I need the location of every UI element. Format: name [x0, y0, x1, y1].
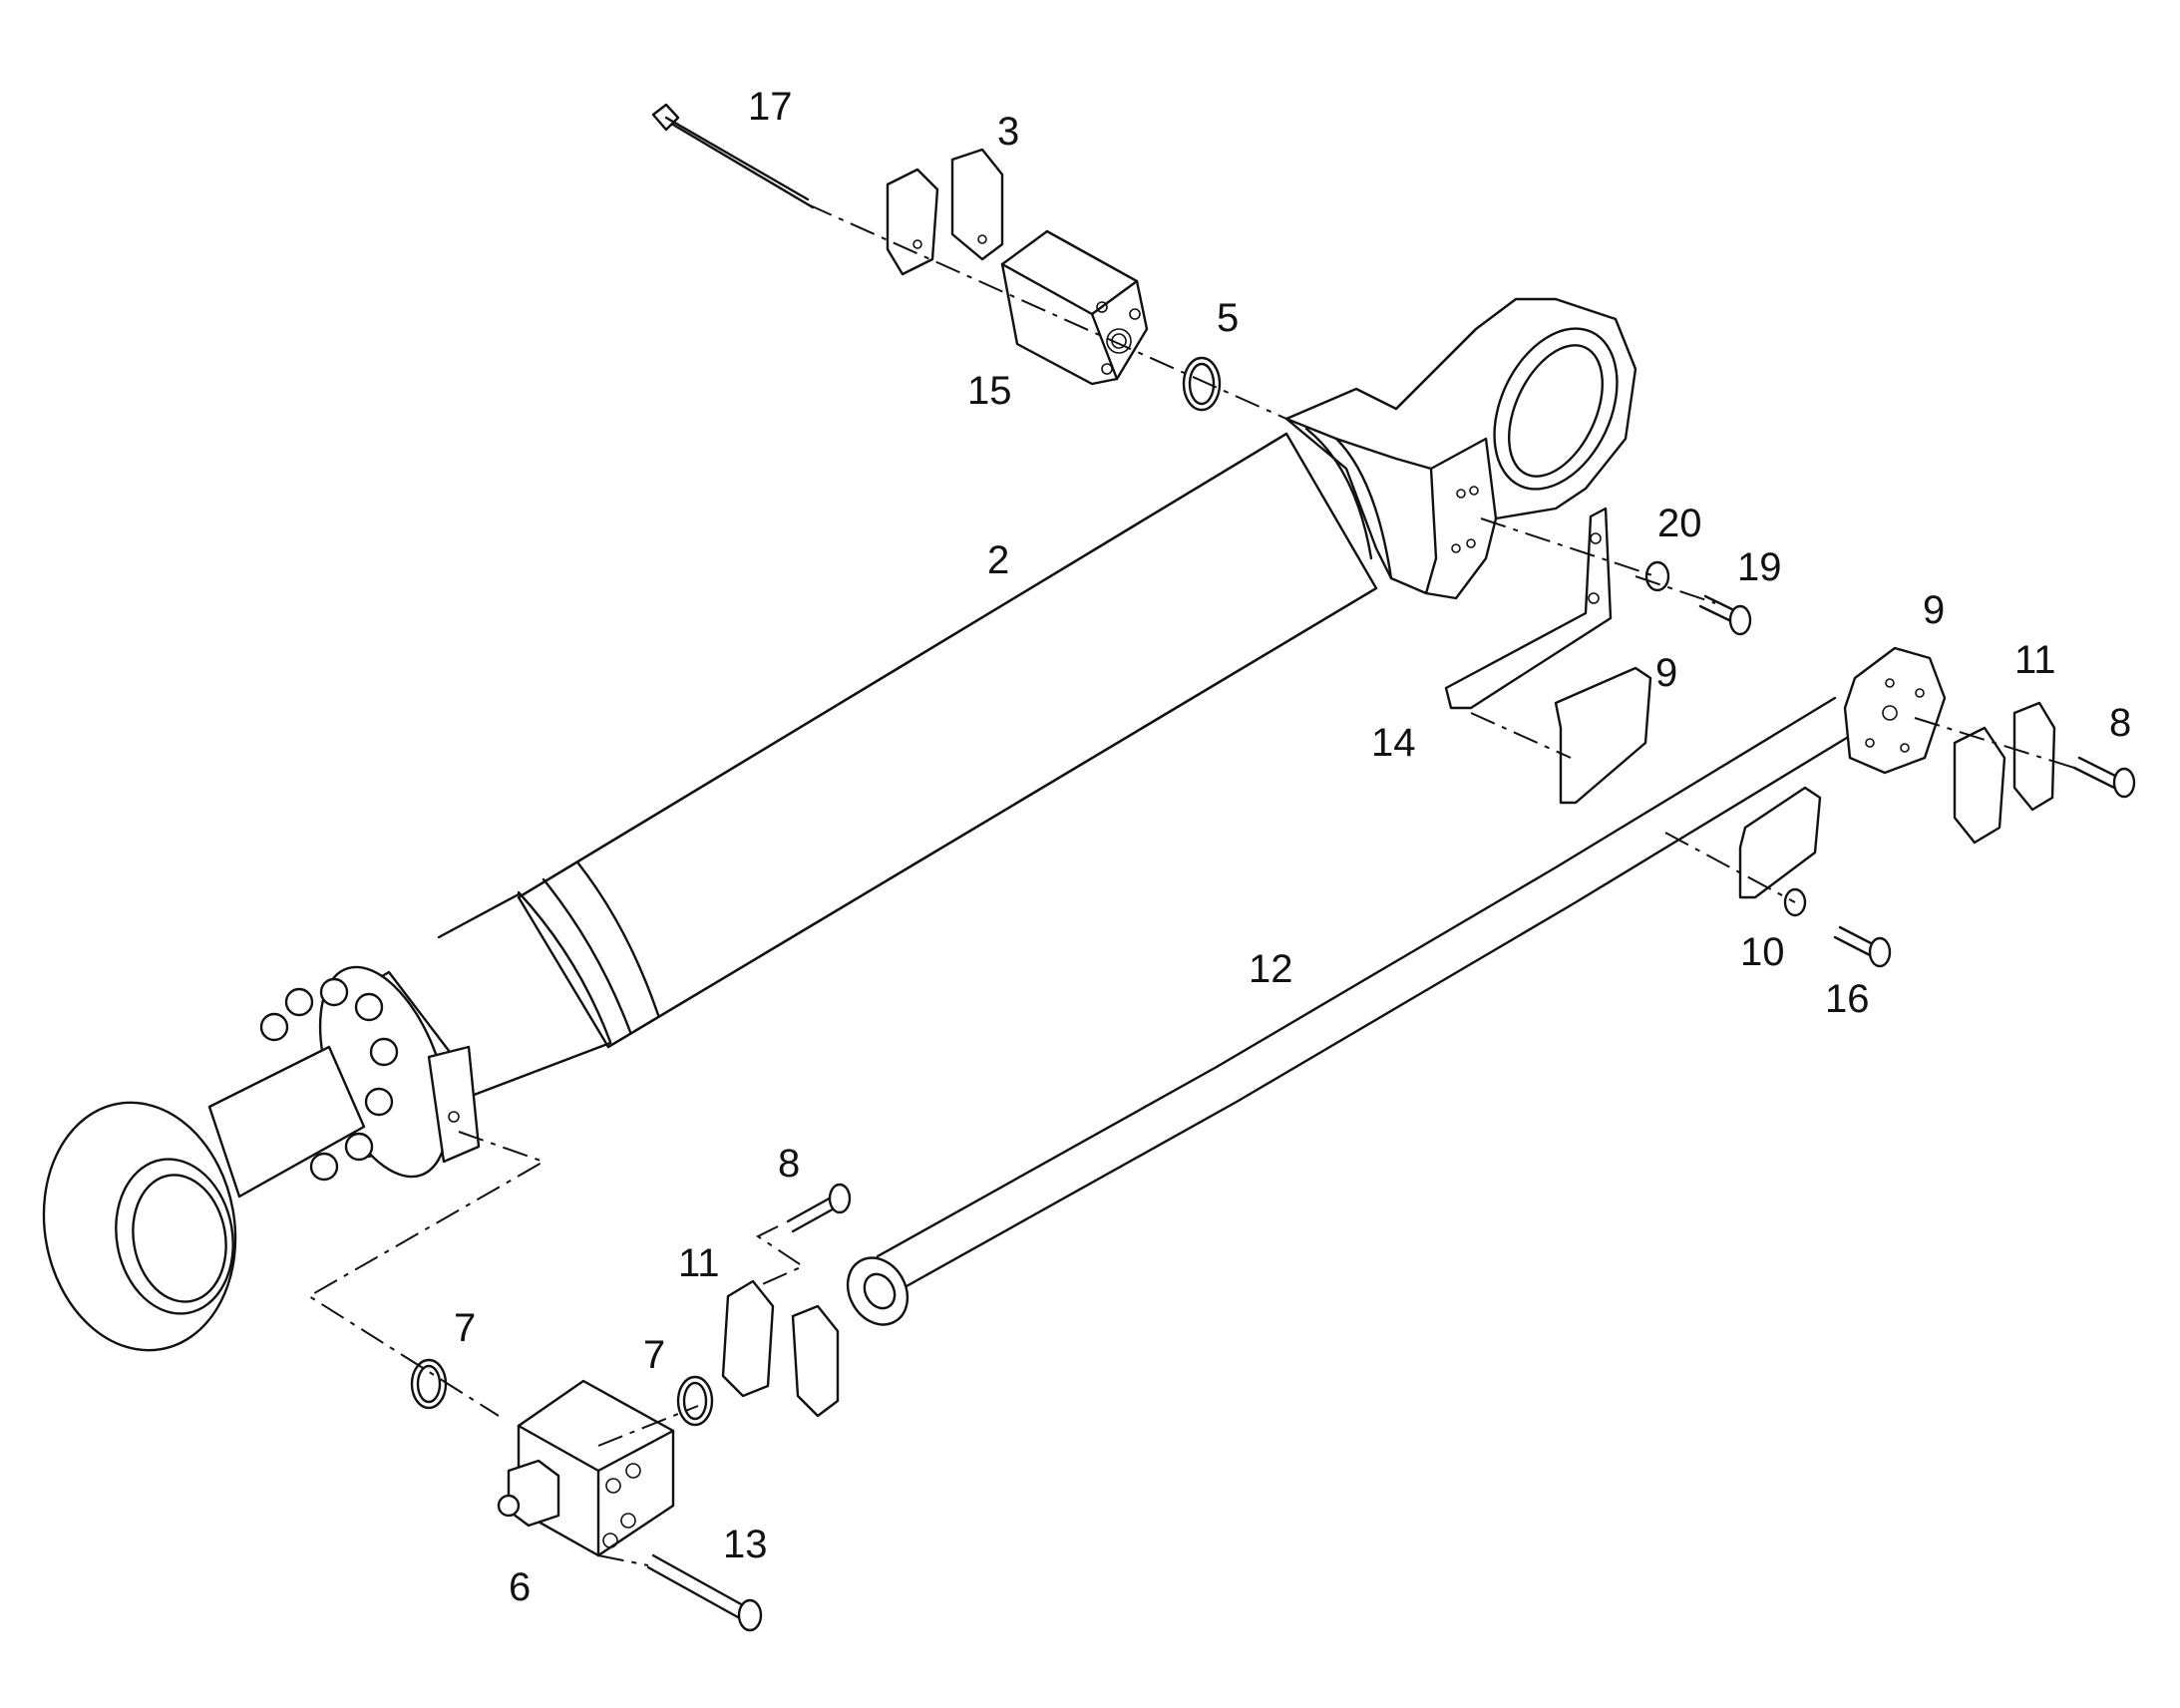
split-flange-11-left — [721, 1279, 840, 1418]
label-13: 13 — [723, 1523, 768, 1566]
label-11-left: 11 — [678, 1241, 720, 1285]
split-flange-11-right — [1953, 701, 2056, 845]
fitting-block-15 — [1000, 229, 1149, 386]
cylinder-rod-end — [42, 965, 481, 1352]
cylinder-head-block — [1284, 297, 1637, 600]
label-8-left: 8 — [778, 1142, 800, 1186]
pipe — [846, 646, 1947, 1326]
screw-16 — [1833, 925, 1892, 968]
label-10: 10 — [1740, 930, 1785, 974]
cylinder-barrel — [437, 432, 1378, 1099]
label-6: 6 — [509, 1565, 531, 1609]
clamp-10 — [1738, 786, 1822, 899]
label-20: 20 — [1657, 502, 1702, 545]
label-14: 14 — [1371, 721, 1416, 765]
label-3: 3 — [997, 110, 1019, 154]
screw-8-right — [2072, 756, 2136, 799]
label-17: 17 — [748, 85, 793, 129]
label-7-right: 7 — [643, 1333, 665, 1377]
label-11-right: 11 — [2014, 638, 2056, 682]
label-9-right: 9 — [1923, 588, 1945, 632]
label-8-right: 8 — [2109, 701, 2131, 745]
label-16: 16 — [1825, 977, 1870, 1021]
part-labels: 17 3 5 15 2 20 19 9 9 11 8 14 10 16 12 8… — [454, 85, 2131, 1609]
split-flange-3 — [886, 148, 1004, 276]
clamp-9-middle — [1554, 666, 1652, 805]
screw-19 — [1698, 594, 1752, 636]
valve-block-6 — [497, 1379, 675, 1557]
bracket-14 — [1444, 507, 1613, 710]
label-15: 15 — [967, 369, 1012, 413]
label-19: 19 — [1737, 545, 1782, 589]
center-lines — [307, 203, 2075, 1566]
label-5: 5 — [1217, 296, 1239, 340]
bolt-13 — [646, 1553, 763, 1632]
label-12: 12 — [1249, 947, 1293, 991]
label-9-middle: 9 — [1655, 651, 1677, 695]
screw-8-left — [786, 1183, 852, 1233]
label-7-left: 7 — [454, 1306, 476, 1350]
bolt-17 — [651, 103, 815, 209]
washer-20 — [1644, 560, 1670, 592]
label-2: 2 — [987, 538, 1009, 582]
